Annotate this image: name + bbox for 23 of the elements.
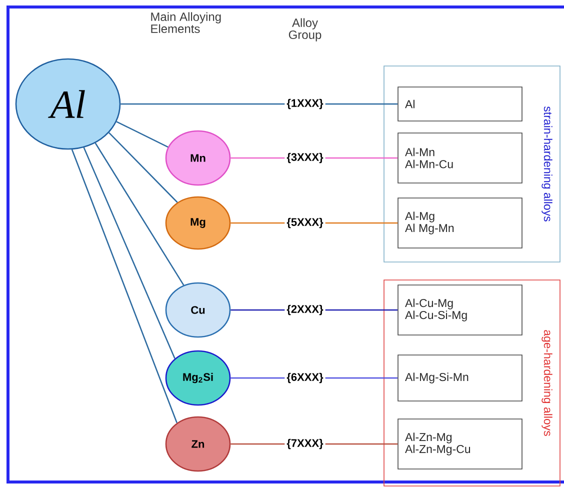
edge-label: {3XXX}: [284, 150, 326, 166]
connector-line: [94, 142, 184, 286]
edge-label: {7XXX}: [284, 436, 326, 452]
group-label: age-hardening alloys: [542, 330, 552, 436]
edge-label: {5XXX}: [284, 216, 326, 230]
group-panel: [384, 280, 560, 486]
edge-label: {1XXX}: [284, 96, 326, 112]
edge-label: {6XXX}: [284, 370, 326, 386]
alloy-box: Al-Mn Al-Mn-Cu: [398, 132, 522, 184]
alloy-box: Al-Mg Al Mg-Mn: [398, 198, 522, 248]
edge-label: {2XXX}: [284, 302, 326, 318]
alloy-box: Al-Cu-Mg Al-Cu-Si-Mg: [398, 284, 522, 336]
alloy-box: Al-Mg-Si-Mn: [398, 354, 522, 402]
alloy-box: Al: [398, 86, 522, 122]
connector-line: [83, 147, 176, 359]
group-label: strain-hardening alloys: [542, 106, 552, 222]
alloy-box: Al-Zn-Mg Al-Zn-Mg-Cu: [398, 418, 522, 470]
connector-line: [108, 132, 178, 203]
column-header: Main Alloying Elements: [151, 12, 221, 33]
connector-line: [71, 149, 178, 424]
group-panel: [384, 66, 560, 262]
column-header: Alloy Group: [288, 18, 322, 42]
connector-line: [116, 121, 168, 148]
